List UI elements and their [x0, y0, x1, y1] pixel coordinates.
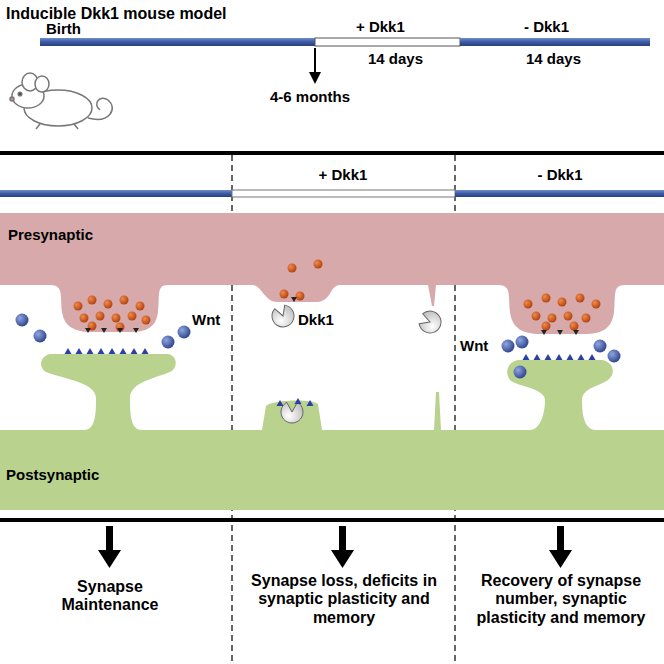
time-arrow	[314, 48, 316, 74]
receptor	[120, 348, 127, 354]
timeline-bar	[40, 38, 315, 46]
receptor	[277, 400, 284, 406]
timeline-label: + Dkk1	[356, 18, 405, 35]
vesicle	[592, 300, 601, 309]
vesicle	[532, 312, 541, 321]
release-site	[85, 328, 91, 333]
release-site	[557, 330, 563, 335]
timeline-label: 4-6 months	[270, 88, 350, 105]
release-site	[133, 328, 139, 333]
receptor	[98, 348, 105, 354]
outcome-text: Synapse Maintenance	[40, 578, 180, 615]
timeline-bar	[315, 38, 460, 46]
vesicle	[96, 312, 105, 321]
postsynaptic-neuron	[0, 354, 664, 510]
molecule-layer	[16, 260, 621, 424]
release-site	[101, 328, 107, 333]
timeline-label: Birth	[46, 20, 81, 37]
phase-bar	[455, 190, 664, 197]
time-arrow	[309, 72, 321, 84]
vesicle	[542, 322, 551, 331]
region-label: Postsynaptic	[6, 466, 99, 483]
vesicle	[524, 300, 533, 309]
vesicle	[288, 264, 297, 273]
dkk1-molecule	[281, 402, 303, 423]
wnt-molecule	[516, 336, 529, 349]
region-label: Presynaptic	[8, 226, 93, 243]
receptor	[76, 348, 83, 354]
timeline-label: 14 days	[368, 50, 423, 67]
receptor	[578, 354, 585, 360]
outcome-arrow	[98, 526, 572, 568]
wnt-molecule	[502, 340, 515, 353]
column-header: + Dkk1	[293, 166, 393, 183]
receptor	[295, 398, 302, 404]
molecule-label: Dkk1	[298, 311, 334, 328]
wnt-molecule	[162, 336, 175, 349]
mouse-icon	[10, 73, 112, 129]
timeline-label: 14 days	[526, 50, 581, 67]
vesicle	[542, 294, 551, 303]
molecule-label: Wnt	[192, 311, 220, 328]
phase-bar	[232, 190, 455, 197]
vesicle	[74, 302, 83, 311]
outcome-text: Recovery of synapse number, synaptic pla…	[470, 572, 652, 627]
receptor	[567, 354, 574, 360]
release-site	[573, 330, 579, 335]
receptor	[65, 348, 72, 354]
phase-bar	[0, 190, 232, 197]
vesicle	[128, 312, 137, 321]
vesicle	[112, 314, 121, 323]
receptor	[534, 354, 541, 360]
receptor	[131, 348, 138, 354]
vesicle	[296, 292, 305, 301]
receptor	[109, 348, 116, 354]
vesicle	[104, 300, 113, 309]
presynaptic-neuron	[0, 213, 664, 334]
release-site	[541, 330, 547, 335]
receptor	[523, 354, 530, 360]
divider-line	[0, 518, 664, 522]
wnt-molecule	[608, 350, 621, 363]
figure-title: Inducible Dkk1 mouse model	[6, 5, 227, 23]
outcome-text: Synapse loss, deficits in synaptic plast…	[238, 572, 450, 627]
vesicle	[80, 314, 89, 323]
wnt-molecule	[34, 330, 47, 343]
wnt-molecule	[594, 340, 607, 353]
vesicle	[576, 294, 585, 303]
release-site	[117, 328, 123, 333]
vesicle	[570, 322, 579, 331]
divider-line	[0, 151, 664, 155]
dkk1-molecule	[417, 308, 444, 336]
vesicle	[548, 314, 557, 323]
receptor	[589, 354, 596, 360]
vesicle	[280, 290, 289, 299]
receptor	[307, 400, 314, 406]
vesicle	[136, 302, 145, 311]
release-site	[291, 297, 297, 302]
vesicle	[558, 298, 567, 307]
vesicle	[564, 312, 573, 321]
wnt-molecule	[514, 366, 527, 379]
vesicle	[582, 314, 591, 323]
molecule-label: Wnt	[460, 337, 488, 354]
vesicle	[120, 296, 129, 305]
vesicle	[142, 316, 151, 325]
vesicle	[88, 296, 97, 305]
timeline-label: - Dkk1	[524, 18, 569, 35]
wnt-molecule	[178, 326, 191, 339]
receptor	[545, 354, 552, 360]
receptor	[556, 354, 563, 360]
dkk1-molecule	[269, 303, 297, 330]
wnt-molecule	[16, 314, 29, 327]
vesicle	[314, 260, 323, 269]
receptor	[142, 348, 149, 354]
timeline-bar	[460, 38, 650, 46]
column-header: - Dkk1	[510, 166, 610, 183]
receptor	[87, 348, 94, 354]
